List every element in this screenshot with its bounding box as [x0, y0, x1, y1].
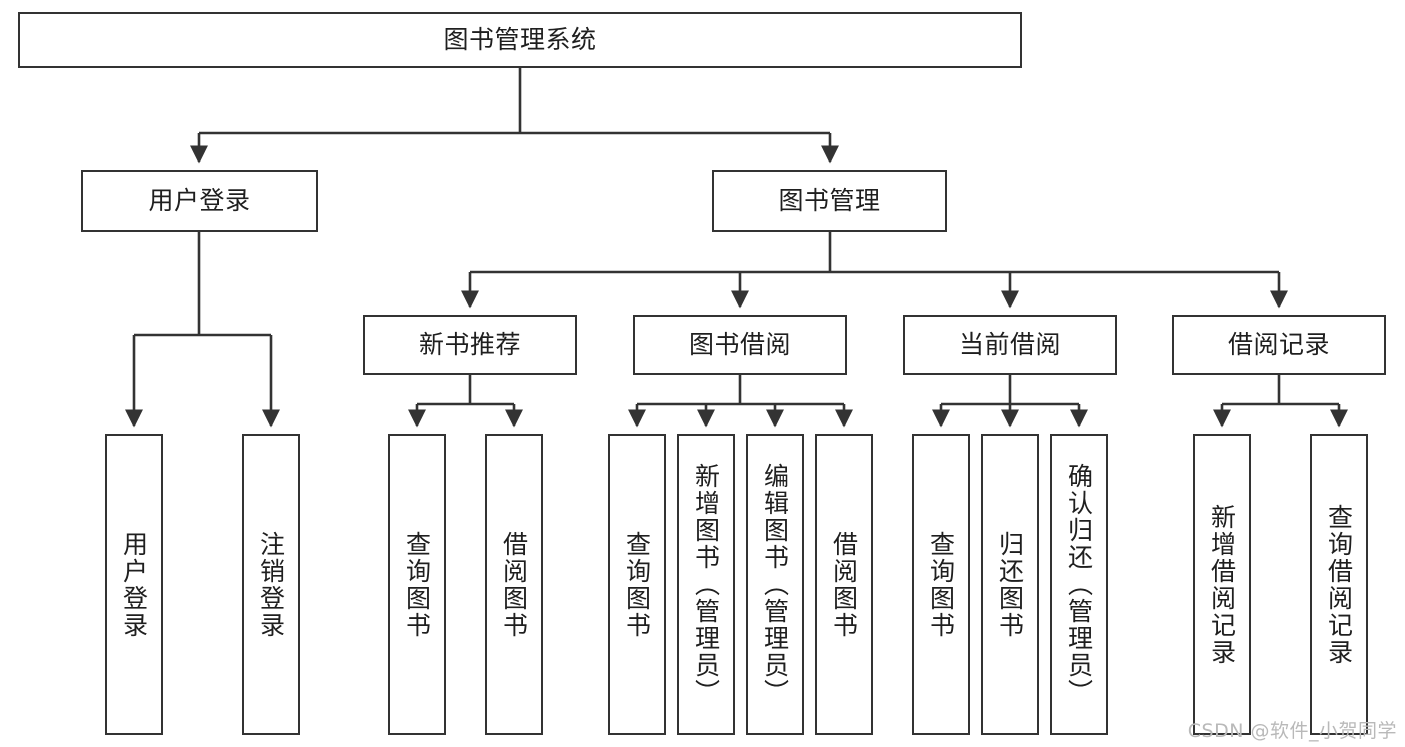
node-user-login[interactable]: 用户登录 [81, 170, 318, 232]
node-leaf-add-book-admin[interactable]: 新增图书（管理员） [677, 434, 735, 735]
node-leaf-add-borrow-record-label: 新增借阅记录 [1207, 503, 1237, 666]
node-current-borrow-label: 当前借阅 [958, 330, 1061, 360]
node-leaf-query-book-borrow[interactable]: 查询图书 [608, 434, 666, 735]
node-leaf-logout-label: 注销登录 [256, 530, 286, 639]
node-leaf-borrow-book-label: 借阅图书 [829, 530, 859, 639]
node-book-borrow-label: 图书借阅 [688, 330, 791, 360]
node-leaf-borrow-book[interactable]: 借阅图书 [815, 434, 873, 735]
node-leaf-borrow-book-recommend[interactable]: 借阅图书 [485, 434, 543, 735]
node-leaf-edit-book-admin[interactable]: 编辑图书（管理员） [746, 434, 804, 735]
node-leaf-borrow-book-recommend-label: 借阅图书 [499, 530, 529, 639]
node-new-book-recommend[interactable]: 新书推荐 [363, 315, 577, 375]
node-root[interactable]: 图书管理系统 [18, 12, 1022, 68]
node-book-manage[interactable]: 图书管理 [712, 170, 947, 232]
node-leaf-user-login[interactable]: 用户登录 [105, 434, 163, 735]
node-leaf-query-borrow-record[interactable]: 查询借阅记录 [1310, 434, 1368, 735]
node-book-borrow[interactable]: 图书借阅 [633, 315, 847, 375]
node-leaf-add-book-admin-label: 新增图书（管理员） [691, 463, 721, 706]
node-new-book-recommend-label: 新书推荐 [418, 330, 521, 360]
node-leaf-user-login-label: 用户登录 [119, 530, 149, 639]
node-leaf-edit-book-admin-label: 编辑图书（管理员） [760, 463, 790, 706]
node-borrow-record-label: 借阅记录 [1227, 330, 1330, 360]
node-borrow-record[interactable]: 借阅记录 [1172, 315, 1386, 375]
node-leaf-query-book-borrow-label: 查询图书 [622, 530, 652, 639]
node-leaf-logout[interactable]: 注销登录 [242, 434, 300, 735]
node-leaf-return-book-label: 归还图书 [995, 530, 1025, 639]
node-leaf-confirm-return-admin-label: 确认归还（管理员） [1064, 463, 1094, 706]
csdn-watermark: CSDN @软件_小贺同学 [1187, 720, 1397, 742]
node-leaf-query-borrow-record-label: 查询借阅记录 [1324, 503, 1354, 666]
node-leaf-confirm-return-admin[interactable]: 确认归还（管理员） [1050, 434, 1108, 735]
node-leaf-query-book-current[interactable]: 查询图书 [912, 434, 970, 735]
node-root-label: 图书管理系统 [443, 25, 597, 55]
node-leaf-query-book-current-label: 查询图书 [926, 530, 956, 639]
node-leaf-query-book-recommend-label: 查询图书 [402, 530, 432, 639]
node-leaf-return-book[interactable]: 归还图书 [981, 434, 1039, 735]
node-book-manage-label: 图书管理 [778, 186, 881, 216]
node-leaf-query-book-recommend[interactable]: 查询图书 [388, 434, 446, 735]
node-leaf-add-borrow-record[interactable]: 新增借阅记录 [1193, 434, 1251, 735]
node-current-borrow[interactable]: 当前借阅 [903, 315, 1117, 375]
node-user-login-label: 用户登录 [148, 186, 251, 216]
